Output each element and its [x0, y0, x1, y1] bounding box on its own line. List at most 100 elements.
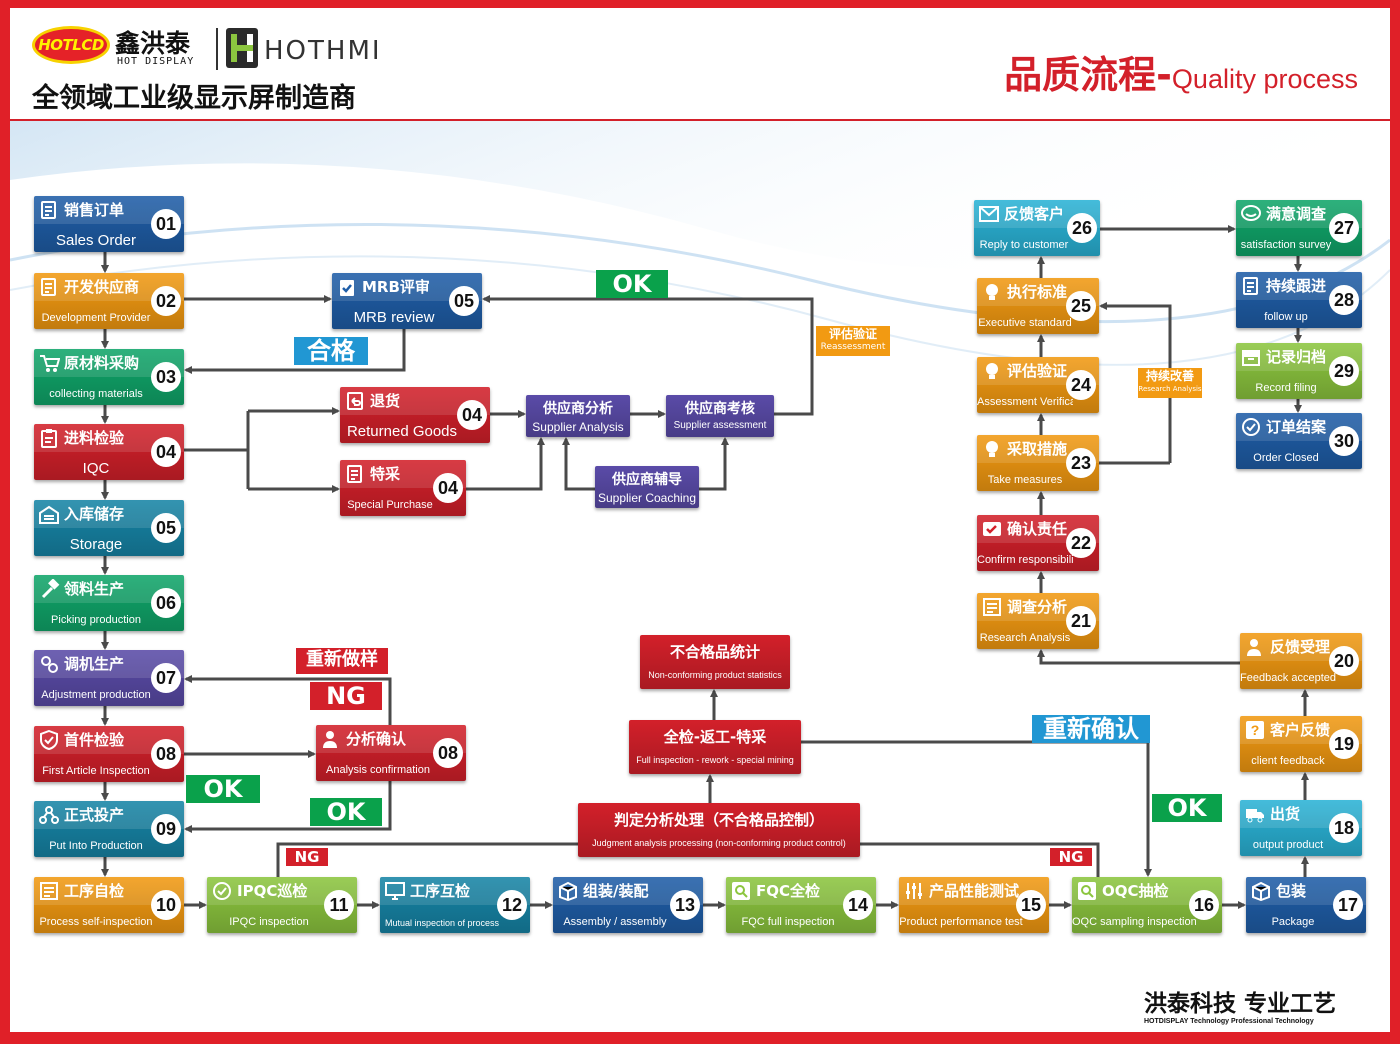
- box-title-cn: 供应商分析: [543, 401, 613, 417]
- document-icon: [41, 201, 56, 219]
- step-title-en: Executive standard: [978, 317, 1072, 329]
- label-ok-top: OK: [596, 270, 668, 298]
- label-ng-11: NG: [286, 848, 328, 866]
- box-title-en: Supplier assessment: [673, 420, 767, 431]
- step-title-cn: 首件检验: [64, 731, 125, 749]
- step-number: 05: [151, 513, 181, 543]
- page-title: 品质流程-Quality process: [1004, 44, 1358, 99]
- step-number: 23: [1066, 448, 1096, 478]
- step-title-cn: 工序互检: [410, 882, 471, 900]
- step-number: 04: [151, 437, 181, 467]
- check-box-icon: [983, 522, 1001, 536]
- brand-cn: 鑫洪泰: [115, 29, 191, 58]
- step-title-en: Process self-inspection: [39, 916, 153, 928]
- step-title-cn: 客户反馈: [1270, 721, 1331, 739]
- archive-icon: [1242, 350, 1260, 366]
- hothmi-logo-icon: [226, 28, 258, 68]
- magnifier-icon: [1078, 882, 1096, 900]
- step-number: 08: [433, 738, 463, 768]
- step-number: 22: [1066, 528, 1096, 558]
- person-icon: [323, 731, 337, 748]
- step-number: 07: [151, 663, 181, 693]
- title-cn: 品质流程-: [1004, 53, 1172, 97]
- tagline: 全领域工业级显示屏制造商: [32, 83, 356, 114]
- warehouse-icon: [39, 505, 59, 524]
- step-number: 14: [843, 890, 873, 920]
- return-icon: [347, 392, 363, 410]
- step-title-en: Sales Order: [55, 232, 137, 249]
- step-title-en: Reply to customer: [979, 239, 1069, 251]
- step-number: 02: [151, 286, 181, 316]
- step-number: 10: [151, 890, 181, 920]
- chat-icon: [1241, 205, 1261, 221]
- step-title-cn: 正式投产: [64, 806, 125, 824]
- step-title-en: FQC full inspection: [741, 916, 835, 928]
- check-circle-icon: [1242, 418, 1260, 436]
- step-number: 18: [1329, 813, 1359, 843]
- brand-en: HOT DISPLAY: [117, 56, 195, 67]
- step-title-en: Special Purchase: [347, 499, 433, 511]
- connector-supC-supB: [699, 437, 729, 491]
- step-number: 05: [449, 286, 479, 316]
- connector-ana-07: [184, 675, 392, 725]
- step-title-en: First Article Inspection: [42, 765, 150, 777]
- footer-en: HOTDISPLAY Technology Professional Techn…: [1144, 1018, 1314, 1025]
- step-number: 01: [151, 209, 181, 239]
- box-icon: [1252, 881, 1270, 901]
- step-title-en: IQC: [82, 460, 110, 477]
- step-title-cn: IPQC巡检: [237, 882, 308, 900]
- magnifier-icon: [732, 882, 750, 900]
- step-number: 27: [1329, 213, 1359, 243]
- box-supC: 供应商辅导 Supplier Coaching: [595, 466, 699, 508]
- step-number: 30: [1329, 426, 1359, 456]
- step-title-en: satisfaction survey: [1240, 239, 1332, 251]
- label-reconfirm: 重新确认: [1032, 715, 1150, 743]
- connector-11-judge: [276, 842, 578, 877]
- step-title-cn: 确认责任: [1007, 520, 1068, 538]
- connector-mrb-03: [184, 329, 406, 374]
- connector-spe-supA: [466, 437, 545, 491]
- step-title-en: Record filing: [1255, 382, 1317, 394]
- step-number: 26: [1067, 213, 1097, 243]
- step-number: 28: [1329, 285, 1359, 315]
- label-ng-16: NG: [1050, 848, 1092, 866]
- box-title-en: Supplier Analysis: [532, 420, 624, 434]
- step-title-en: Picking production: [51, 614, 141, 626]
- step-title-en: Research Analysis: [979, 632, 1071, 644]
- step-title-cn: 反馈受理: [1270, 638, 1331, 656]
- box-title-en: Non-conforming product statistics: [648, 670, 782, 680]
- monitor-icon: [385, 882, 405, 900]
- step-title-cn: 采取措施: [1007, 440, 1068, 458]
- step-title-cn: 调查分析: [1007, 598, 1068, 616]
- clipboard-icon: [41, 429, 57, 448]
- box-title-cn: 供应商辅导: [612, 472, 682, 488]
- step-title-en: Feedback accepted: [1240, 672, 1336, 684]
- person-icon: [1247, 639, 1261, 656]
- box-title-cn: 不合格品统计: [669, 643, 760, 661]
- step-number: 15: [1016, 890, 1046, 920]
- svg-text:?: ?: [1251, 722, 1260, 738]
- step-title-en: output product: [1252, 839, 1324, 851]
- box-title-en: Supplier Coaching: [597, 491, 697, 505]
- step-title-cn: 领料生产: [64, 580, 125, 598]
- step-title-en: client feedback: [1251, 755, 1325, 767]
- clipboard-check-icon: [340, 280, 354, 296]
- step-number: 25: [1066, 291, 1096, 321]
